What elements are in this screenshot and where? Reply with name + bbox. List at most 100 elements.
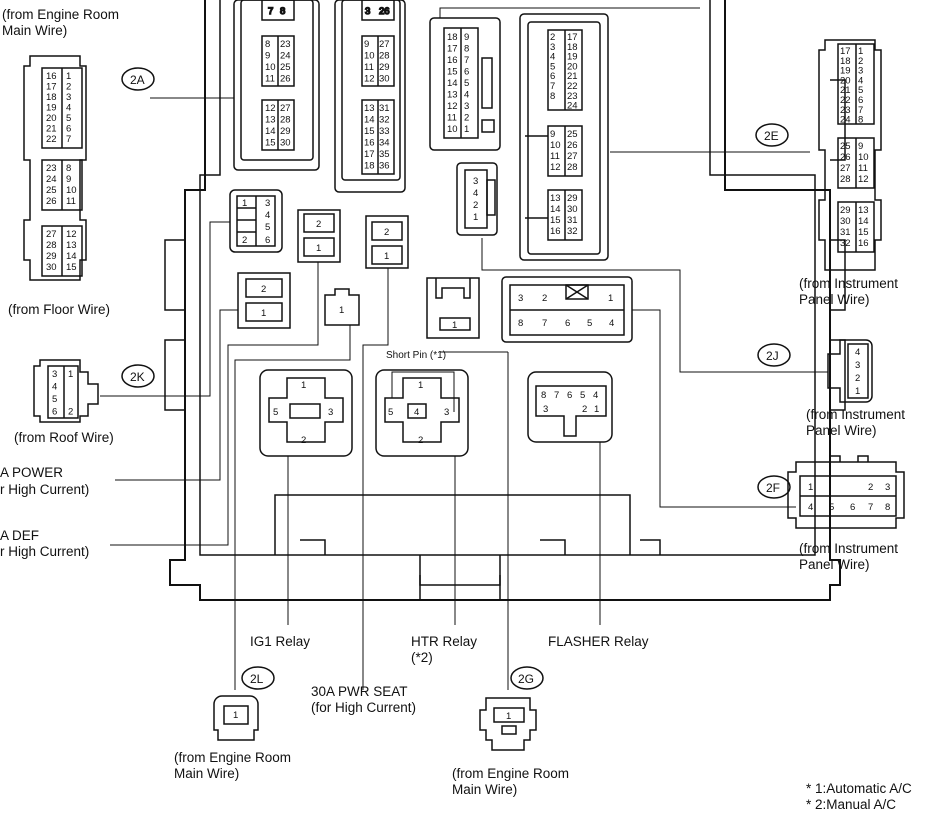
conn-2k-3-right: 2: [68, 407, 73, 418]
conn-2e-top-1-right: 2: [858, 56, 863, 67]
conn-2f-pin-8: 8: [885, 502, 890, 513]
block-d-bot-1-left: 14: [550, 204, 561, 215]
block-a-upper-2-right: 25: [280, 62, 291, 73]
conn-2e-top-5-left: 22: [840, 95, 851, 106]
conn-2a-top-6-right: 7: [66, 134, 71, 145]
htr-relay-label-line1: HTR Relay: [411, 634, 477, 649]
conn-2a-bot-3-right: 15: [66, 262, 77, 273]
block-c-5-right: 4: [464, 90, 469, 101]
block-a-lower-1-left: 13: [265, 115, 276, 126]
conn-2k-0-right: 1: [68, 369, 73, 380]
block-b-lower-3-right: 34: [379, 138, 390, 149]
conn-2a-top-1-left: 17: [46, 82, 57, 93]
label-2g-line1: (from Engine Room: [452, 766, 569, 781]
conn-2a-mid-1-left: 24: [46, 174, 57, 185]
block-d-bot-0-left: 13: [550, 193, 561, 204]
flasher-pin-1: 1: [594, 404, 599, 415]
block-connector-f: [456, 162, 498, 236]
conn-2f-pin-4: 4: [808, 502, 813, 513]
block-connector-g: [501, 276, 633, 343]
block-c-2-left: 16: [447, 55, 458, 66]
conn-2j-pin-4: 4: [855, 347, 860, 358]
htr-pin-2: 2: [418, 435, 423, 446]
block-d-top-4-right: 21: [567, 71, 578, 82]
htr-relay-label-line2: (*2): [411, 650, 433, 665]
tag-2f: 2F: [766, 481, 780, 495]
conn-f-pin-4: 4: [473, 188, 478, 199]
block-connector-b: 3 26: [334, 0, 406, 193]
conn-2e-top-6-left: 23: [840, 105, 851, 116]
block-b-lower-2-right: 33: [379, 126, 390, 137]
block-d-top-0-right: 17: [567, 32, 578, 43]
flasher-pin-3: 3: [543, 404, 548, 415]
conn-g-pin-4: 4: [609, 318, 614, 329]
conn-e-pin-2: 2: [242, 235, 247, 246]
label-power-line2: r High Current): [0, 482, 89, 497]
fuse-c-pin-1: 1: [261, 308, 266, 319]
conn-2a-mid-2-left: 25: [46, 185, 57, 196]
conn-2a-top-0-left: 16: [46, 71, 57, 82]
conn-2e-bot-0-right: 13: [858, 205, 869, 216]
pwr-seat-label-line2: (for High Current): [311, 700, 416, 715]
conn-2j-pin-1: 1: [855, 386, 860, 397]
conn-2a-top-2-right: 3: [66, 92, 71, 103]
conn-g-pin-1: 1: [608, 293, 613, 304]
block-d-bot-1-right: 30: [567, 204, 578, 215]
conn-2e-bot-0-left: 29: [840, 205, 851, 216]
block-c-1-left: 17: [447, 44, 458, 55]
connector-2g: [479, 697, 537, 751]
block-c-6-right: 3: [464, 101, 469, 112]
conn-g-pin-3: 3: [518, 293, 523, 304]
conn-2a-bot-0-right: 12: [66, 229, 77, 240]
conn-2e-top-0-left: 17: [840, 46, 851, 57]
conn-2f-pin-2: 2: [868, 482, 873, 493]
conn-2k-2-left: 5: [52, 394, 57, 405]
block-c-7-left: 11: [447, 113, 457, 124]
connector-2f: [787, 455, 905, 529]
label-2e-line2: Panel Wire): [799, 292, 870, 307]
block-a-lower-0-left: 12: [265, 103, 276, 114]
label-2l-line2: Main Wire): [174, 766, 239, 781]
conn-2e-bot-3-left: 32: [840, 238, 851, 249]
block-c-7-right: 2: [464, 113, 469, 124]
block-d-top-3-right: 20: [567, 61, 578, 72]
connector-tags: [121, 67, 791, 690]
block-d-mid-3-right: 28: [567, 162, 578, 173]
note-1: * 1:Automatic A/C: [806, 781, 912, 796]
fuse-a-pin-1: 1: [316, 243, 321, 254]
conn-2a-mid-0-right: 8: [66, 163, 71, 174]
flasher-pin-7: 7: [554, 390, 559, 401]
flasher-relay-socket: [527, 371, 613, 443]
conn-2e-bot-1-left: 30: [840, 216, 851, 227]
block-b-top-pin-left: 3: [365, 6, 370, 17]
block-c-4-left: 14: [447, 78, 458, 89]
conn-2k-3-left: 6: [52, 407, 57, 418]
short-pin-label: Short Pin (*1): [386, 350, 446, 361]
conn-f-pin-3: 3: [473, 176, 478, 187]
conn-2a-top-3-right: 4: [66, 103, 71, 114]
label-2k-from: (from Roof Wire): [14, 430, 114, 445]
htr-pin-3: 3: [444, 407, 449, 418]
conn-2g-pin-1: 1: [506, 711, 511, 722]
conn-2e-top-6-right: 7: [858, 105, 863, 116]
conn-2e-mid-0-left: 25: [840, 141, 851, 152]
label-2f-line2: Panel Wire): [799, 557, 870, 572]
conn-2l-pin-1: 1: [233, 710, 238, 721]
ig1-relay-label: IG1 Relay: [250, 634, 310, 649]
conn-2e-bot-2-right: 15: [858, 227, 869, 238]
label-def-line1: A DEF: [0, 528, 39, 543]
block-b-upper-1-left: 10: [364, 51, 375, 62]
conn-2a-top-5-right: 6: [66, 124, 71, 135]
tag-2g: 2G: [518, 672, 534, 686]
conn-e-pin-5: 5: [265, 222, 270, 233]
conn-g-pin-8: 8: [518, 318, 523, 329]
block-c-6-left: 12: [447, 101, 458, 112]
block-c-0-left: 18: [447, 32, 458, 43]
fuse-single-pin: 1: [339, 305, 344, 316]
conn-g-pin-6: 6: [565, 318, 570, 329]
relay-block-body: [164, 0, 846, 601]
flasher-pin-8: 8: [541, 390, 546, 401]
flasher-pin-2: 2: [582, 404, 587, 415]
conn-2e-mid-3-left: 28: [840, 174, 851, 185]
conn-2a-top-2-left: 18: [46, 92, 57, 103]
